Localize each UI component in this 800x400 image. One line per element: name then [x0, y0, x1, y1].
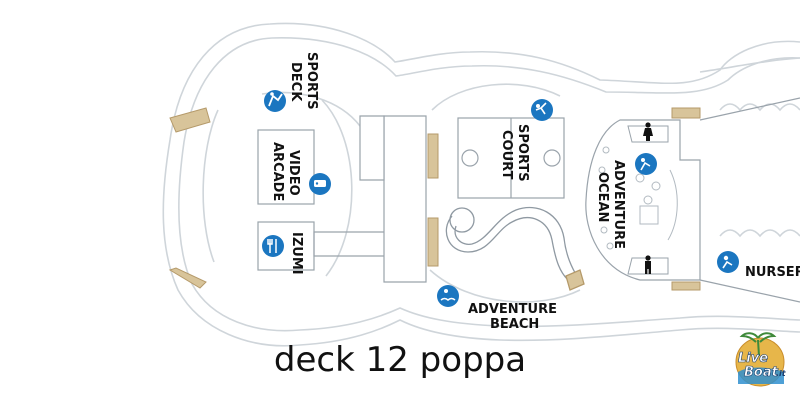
climbing-wall-icon[interactable]: [264, 90, 286, 112]
adventure-ocean-label-2: OCEAN: [595, 172, 610, 222]
structures: [257, 97, 800, 303]
restroom-men: [627, 255, 669, 275]
nursery-label: NURSER: [745, 265, 800, 280]
video-arcade-label-2: ARCADE: [270, 142, 285, 201]
adventure-ocean-details: [598, 146, 678, 250]
female-restroom-icon: [643, 122, 653, 141]
adventure-ocean-block: [585, 119, 701, 281]
court-circle-left: [461, 149, 479, 167]
forward-corridor: [699, 97, 800, 303]
amenity-icons: [262, 90, 739, 307]
court-circle-right: [543, 149, 561, 167]
forward-deck-line: [699, 57, 800, 73]
basketball-icon[interactable]: [531, 99, 553, 121]
nursery-icon[interactable]: [717, 251, 739, 273]
stern-arc-left: [202, 109, 219, 263]
sports-deck-label-1: SPORTS: [304, 52, 319, 110]
area-labels: SPORTS DECK VIDEO ARCADE IZUMI SPORTS CO…: [270, 52, 800, 332]
dining-icon[interactable]: [262, 235, 284, 257]
hull-outline: [162, 22, 800, 347]
railing-center-top: [427, 133, 439, 179]
male-restroom-icon: [645, 255, 651, 274]
sports-deck-label-2: DECK: [288, 62, 303, 102]
adventure-beach-label-2: BEACH: [490, 317, 539, 332]
izumi-label: IZUMI: [289, 232, 304, 275]
arcade-icon[interactable]: [309, 173, 331, 195]
forward-scallops: [719, 103, 800, 112]
video-arcade-room: [257, 129, 315, 205]
sports-court-label-2: COURT: [499, 130, 514, 180]
kids-club-icon[interactable]: [635, 153, 657, 175]
liveboat-logo: Live Boat .it: [735, 332, 787, 387]
video-arcade-label-1: VIDEO: [286, 150, 301, 196]
railing-stern-top: [169, 107, 211, 133]
railing-forward-bottom: [671, 281, 701, 291]
railing-center-bottom: [427, 217, 439, 267]
central-corridor: [359, 115, 385, 181]
adventure-beach-label-1: ADVENTURE: [468, 302, 557, 317]
sports-court-label-1: SPORTS: [515, 124, 530, 182]
water-park-icon[interactable]: [437, 285, 459, 307]
wood-railings: [168, 107, 701, 291]
logo-suffix: .it: [776, 369, 787, 378]
adventure-ocean-label-1: ADVENTURE: [611, 160, 626, 249]
logo-palm: [739, 332, 777, 357]
restroom-women: [627, 122, 669, 143]
railing-forward-top: [671, 107, 701, 119]
stern-arc-right: [321, 99, 353, 277]
logo-wave: [738, 367, 784, 384]
water-slide: [445, 206, 585, 291]
logo-word-boat: Boat: [744, 365, 779, 380]
center-arc-top: [431, 83, 561, 111]
hull-inner-line: [177, 37, 800, 332]
hull: [162, 22, 800, 347]
center-arc-bottom: [429, 269, 581, 303]
railing-stern-bottom: [168, 267, 207, 289]
forward-scallops-2: [719, 229, 800, 238]
deck-caption: deck 12 poppa: [273, 340, 527, 380]
logo-word-live: Live: [738, 351, 768, 366]
central-block: [313, 115, 427, 283]
